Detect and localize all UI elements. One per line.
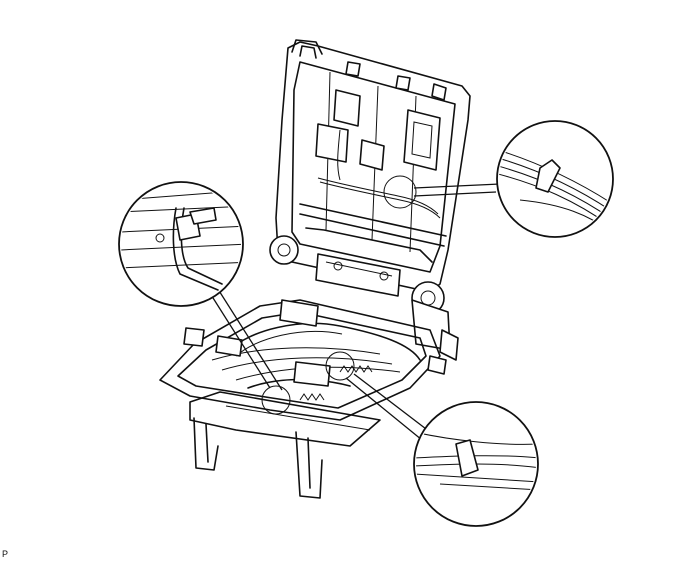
clamp-location-marker-right	[325, 351, 355, 381]
figure-reference-code: P	[2, 549, 9, 559]
seat-track	[183, 327, 447, 499]
seat-cushion-frame	[159, 299, 441, 421]
harness-clamp-icon	[455, 439, 479, 477]
leader-lines	[207, 183, 501, 441]
harness-clamp-icon	[535, 159, 561, 193]
callout-detail-lower-right	[413, 401, 539, 527]
callout-detail-upper-right	[496, 120, 614, 238]
clamp-location-marker-left	[261, 385, 291, 415]
seat-assembly	[159, 39, 471, 499]
clamp-location-marker-top	[383, 175, 417, 209]
recliner-mechanism	[269, 235, 459, 361]
callout-detail-left	[118, 181, 244, 307]
seatback-frame	[275, 39, 471, 293]
